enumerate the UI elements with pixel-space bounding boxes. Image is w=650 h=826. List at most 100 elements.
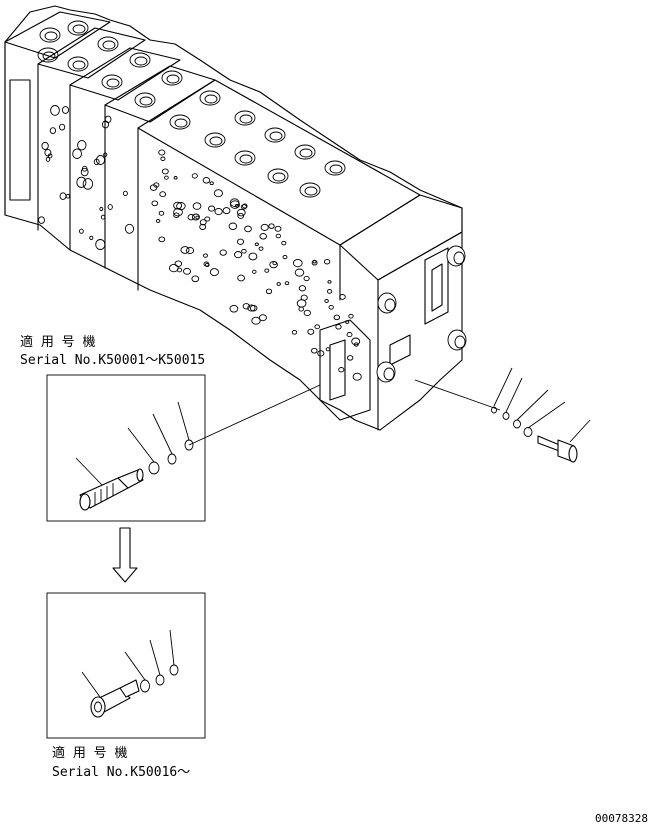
small-port <box>209 268 219 277</box>
inset1-applicable-label: 適 用 号 機 <box>20 334 95 350</box>
small-port <box>276 282 281 286</box>
down-arrow-icon <box>112 527 138 583</box>
port-hole-inner <box>174 118 188 128</box>
small-port <box>203 253 208 258</box>
small-port <box>264 268 270 273</box>
inset2-applicable-label: 適 用 号 機 <box>52 745 127 761</box>
small-port <box>158 236 166 243</box>
small-port <box>248 252 258 261</box>
port-hole-inner <box>42 51 56 61</box>
small-port <box>191 173 198 179</box>
port-hole-inner <box>166 74 180 84</box>
small-port <box>191 275 200 283</box>
small-port <box>155 219 161 223</box>
small-port <box>311 347 318 354</box>
small-port <box>159 191 167 198</box>
small-port <box>158 210 165 216</box>
small-port <box>176 267 183 273</box>
small-port <box>100 214 106 220</box>
plug-part <box>537 419 591 463</box>
small-port <box>236 208 246 217</box>
small-port <box>173 212 180 218</box>
small-port <box>77 140 87 151</box>
small-port <box>183 267 191 275</box>
small-port <box>351 337 361 346</box>
small-port <box>228 222 238 231</box>
small-port <box>300 294 308 301</box>
port-hole <box>39 27 61 43</box>
small-port <box>317 350 325 357</box>
small-port <box>229 198 240 207</box>
small-port <box>187 214 195 221</box>
small-port <box>282 254 288 260</box>
small-port <box>72 148 82 159</box>
small-port <box>229 304 239 313</box>
small-port <box>222 207 231 215</box>
small-port <box>237 274 245 282</box>
small-port <box>234 203 239 208</box>
port-hole <box>204 132 226 148</box>
port-hole-inner <box>239 114 253 124</box>
small-port <box>199 219 207 226</box>
small-port <box>348 313 354 319</box>
small-port <box>258 246 264 251</box>
small-port <box>244 225 252 233</box>
small-port <box>103 152 108 158</box>
port-hole-inner <box>272 172 286 182</box>
small-port <box>298 285 307 292</box>
small-port <box>203 261 210 267</box>
small-port <box>303 275 310 282</box>
small-port <box>173 176 178 180</box>
control-valve-block <box>4 5 467 431</box>
small-port <box>195 215 200 220</box>
small-port <box>275 233 281 239</box>
small-port <box>252 269 257 274</box>
small-port <box>185 246 195 255</box>
small-port <box>59 123 66 131</box>
port-hole <box>324 160 346 176</box>
small-port <box>124 223 135 234</box>
small-port <box>213 189 223 198</box>
valve-ports <box>37 20 362 381</box>
small-port <box>242 303 250 310</box>
leader-lines <box>188 379 501 446</box>
small-port <box>234 251 243 259</box>
small-port <box>353 342 359 347</box>
small-port <box>47 153 53 159</box>
small-port <box>328 304 334 310</box>
inset1-relief-cartridge <box>75 401 194 511</box>
small-port <box>41 141 49 150</box>
small-port <box>247 304 256 312</box>
small-port <box>151 200 159 207</box>
small-port <box>49 127 57 134</box>
port-hole-inner <box>304 186 318 196</box>
port-hole-inner <box>72 60 86 70</box>
small-port <box>45 156 51 162</box>
port-hole <box>267 168 289 184</box>
port-hole-inner <box>269 131 283 141</box>
small-port <box>95 155 106 165</box>
small-port <box>214 207 223 216</box>
small-port <box>174 260 183 267</box>
small-port <box>241 248 247 254</box>
small-port <box>199 223 207 230</box>
port-hole <box>161 70 183 86</box>
port-hole <box>199 90 221 106</box>
small-port <box>325 347 331 352</box>
small-port <box>346 332 353 338</box>
small-port <box>61 106 70 114</box>
small-port <box>258 314 267 322</box>
port-hole <box>37 47 59 63</box>
small-port <box>204 216 211 222</box>
small-port <box>324 299 329 303</box>
port-hole <box>264 127 286 143</box>
inset2-frame <box>46 592 206 739</box>
small-port <box>274 225 282 232</box>
port-hole-inner <box>299 148 313 158</box>
small-port <box>202 177 211 184</box>
small-port <box>314 324 320 330</box>
port-hole-inner <box>102 40 116 50</box>
small-port <box>104 115 112 123</box>
small-port <box>272 261 277 266</box>
